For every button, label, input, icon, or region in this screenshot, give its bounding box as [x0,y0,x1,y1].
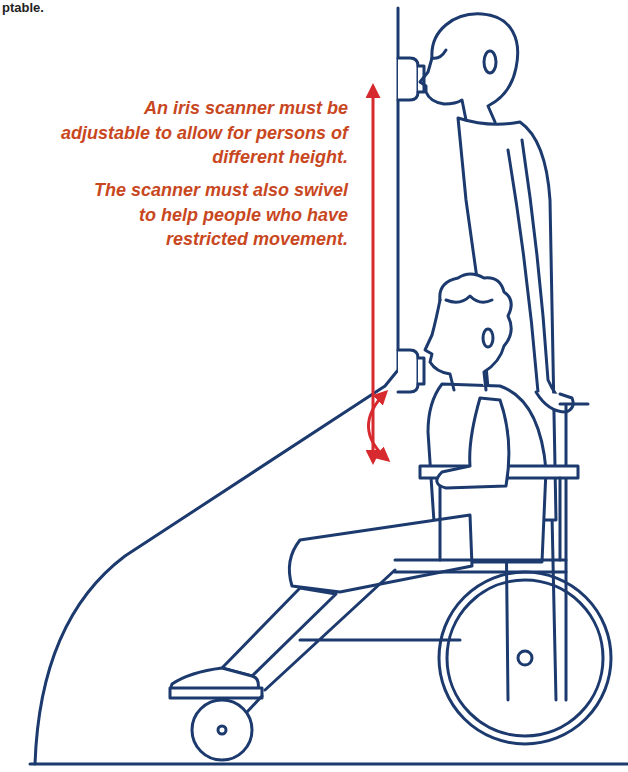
woman-face [425,300,454,390]
woman-leg [222,588,336,676]
seat-rail [395,560,566,572]
push-handle [560,404,588,700]
man-arm [522,140,566,404]
wheel-hub [518,651,532,665]
woman-hair-curl [446,296,492,302]
woman-skirt [289,515,472,592]
man-hairline [432,50,446,58]
ground-line [30,763,628,766]
man-arm [508,150,538,392]
scanner-lens [418,358,424,384]
man-head [432,14,518,122]
wall [35,8,398,764]
man-face [420,58,466,120]
note-text: An iris scanner must be adjustable to al… [56,96,348,170]
caster-hub [218,726,226,734]
woman-arm [437,398,509,488]
man-hand [536,392,573,412]
woman-ear [483,329,493,347]
swivel-arrow [368,392,388,460]
note-text: The scanner must also swivel to help peo… [82,178,348,252]
hand-rim [447,580,603,736]
man-ear [484,51,496,73]
cropped-text: ptable. [2,0,142,16]
caster-wheel [192,700,252,760]
footrest [170,688,262,698]
iris-scanner [398,350,418,392]
iris-scanner [398,58,418,100]
big-wheel [439,572,611,744]
wheelchair-frame [265,570,460,690]
armrest-support [440,478,560,560]
